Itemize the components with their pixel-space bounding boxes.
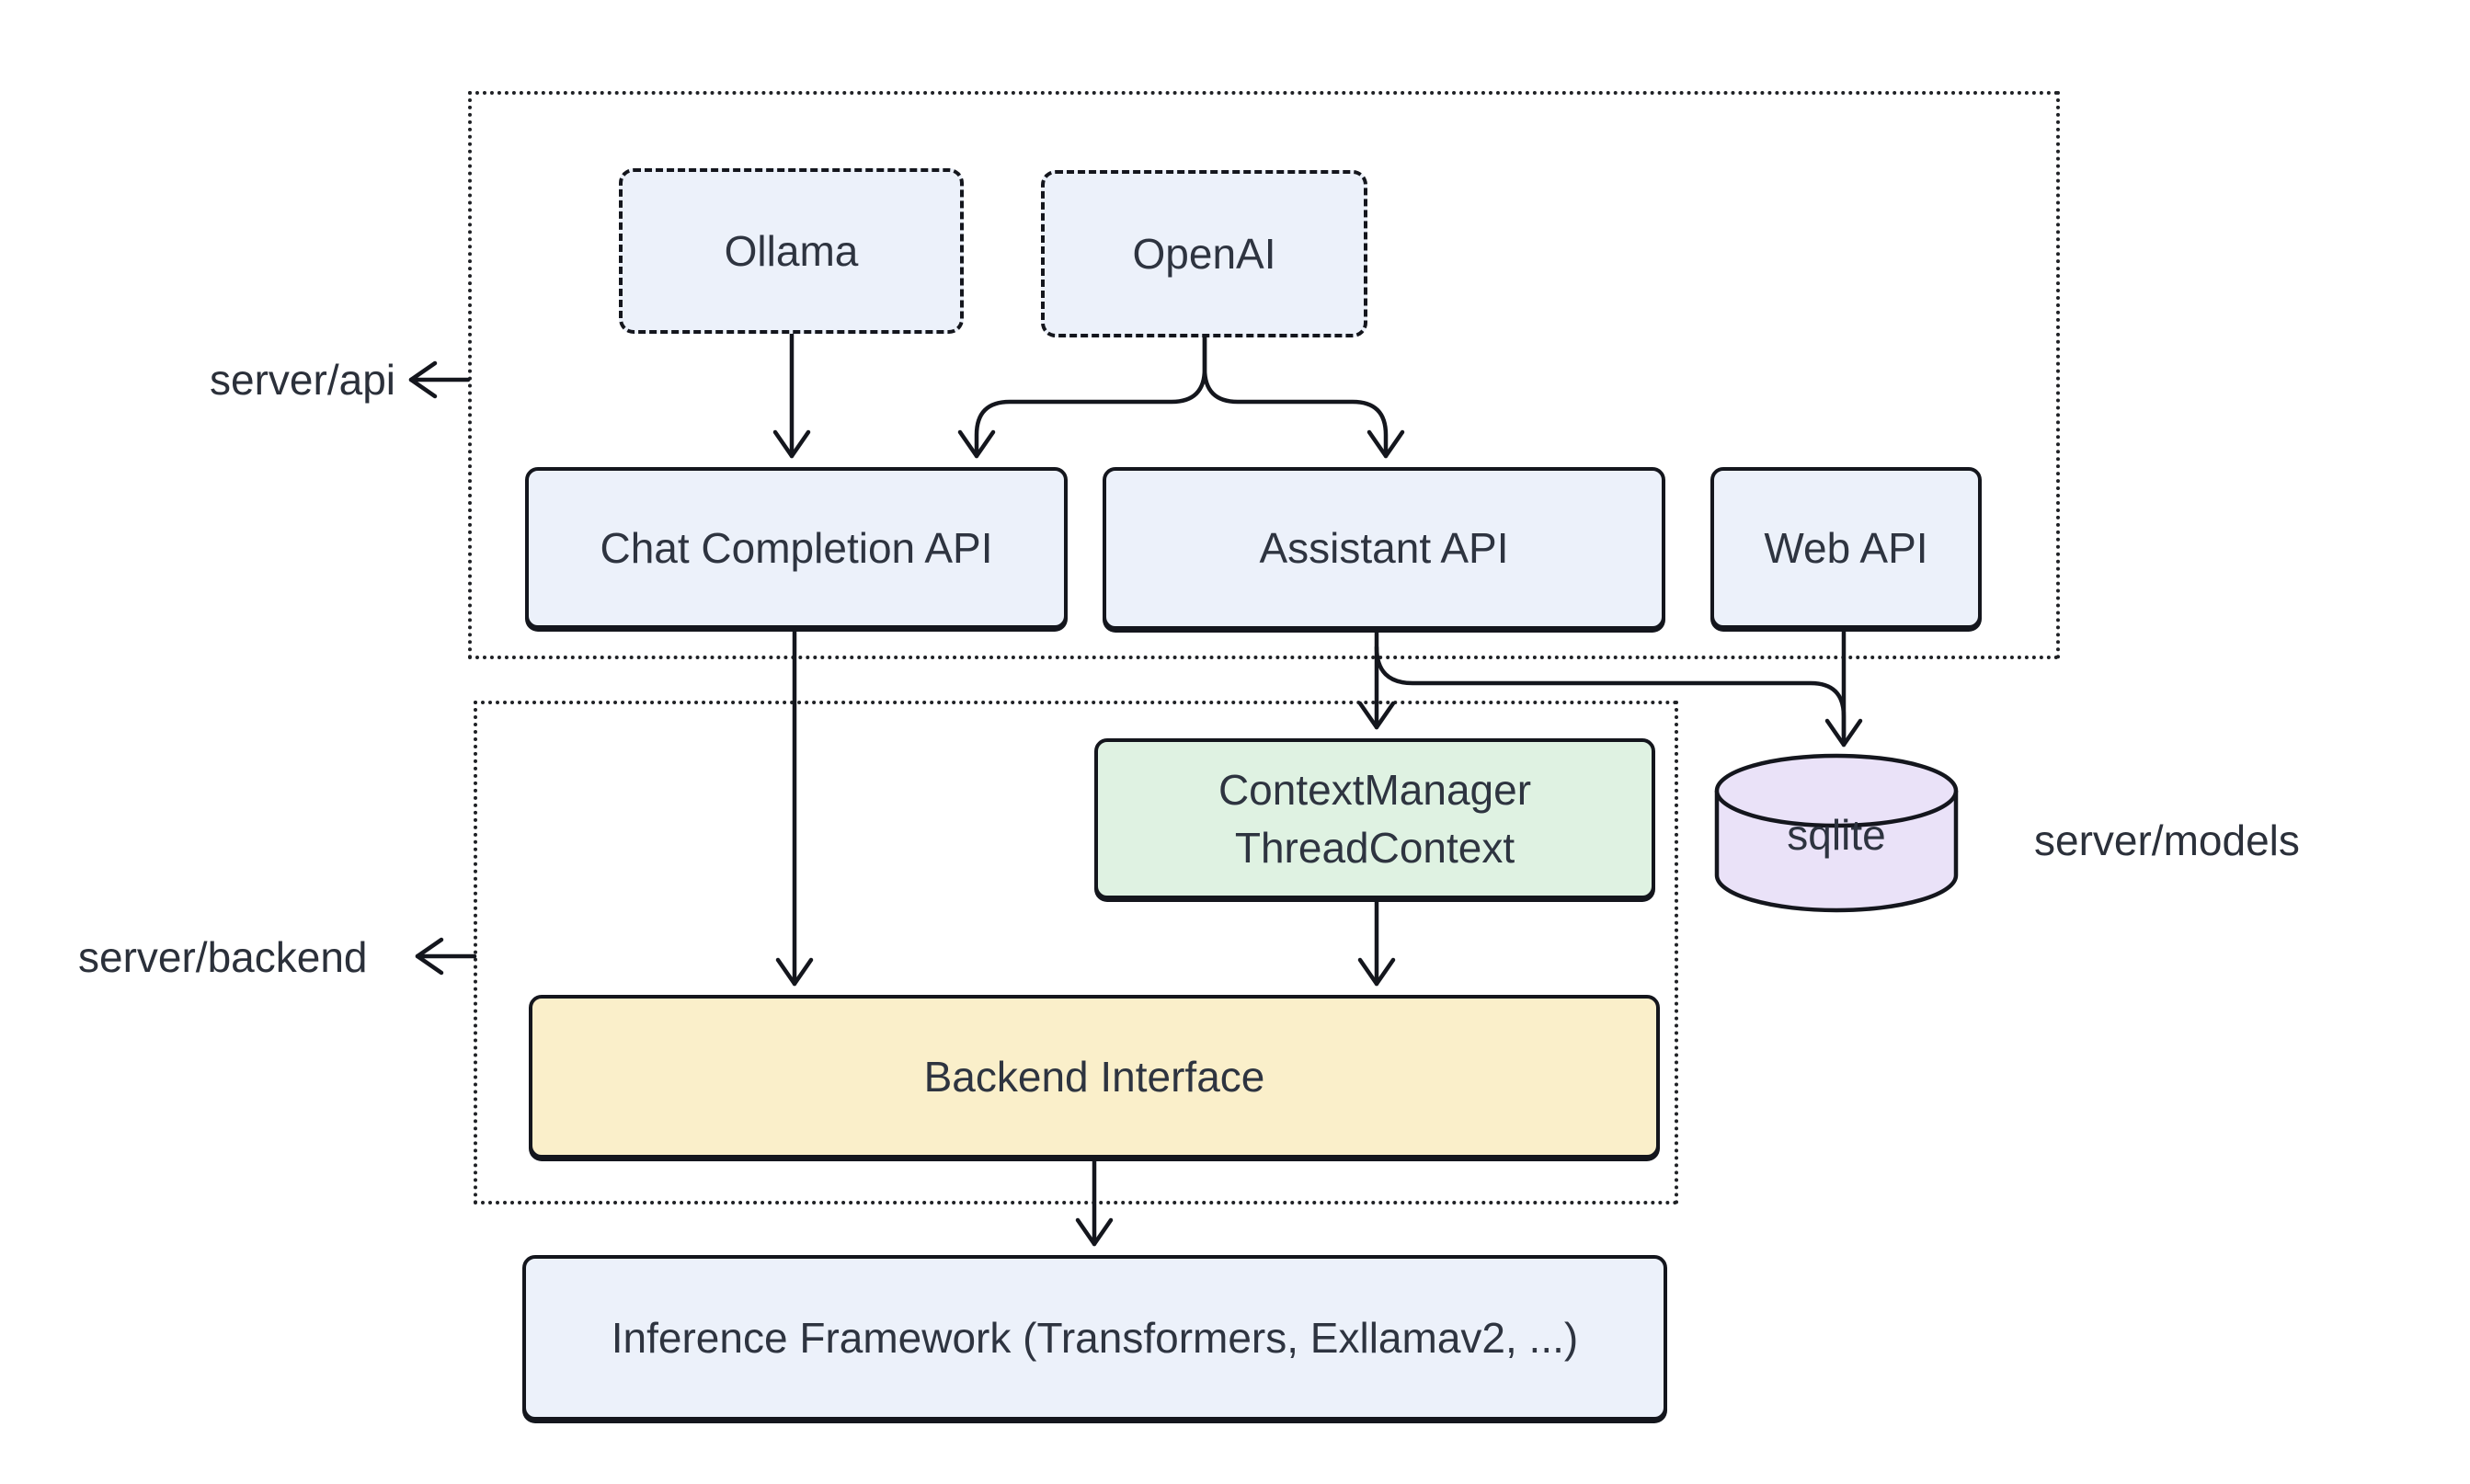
node-inference-framework: Inference Framework (Transformers, Exlla… (522, 1255, 1667, 1421)
node-backend-interface-label: Backend Interface (923, 1052, 1265, 1101)
node-context-manager: ContextManager ThreadContext (1094, 738, 1655, 899)
node-openai: OpenAI (1041, 170, 1367, 337)
node-assistant-api-label: Assistant API (1259, 524, 1509, 573)
group-server-backend (474, 701, 1678, 1204)
label-server-api: server/api (210, 356, 395, 404)
node-ollama-label: Ollama (724, 226, 859, 275)
node-ollama: Ollama (619, 168, 964, 334)
node-assistant-api: Assistant API (1103, 467, 1665, 630)
node-web-api-label: Web API (1764, 523, 1928, 572)
node-sqlite-label: sqlite (1787, 811, 1886, 859)
node-web-api: Web API (1710, 467, 1982, 629)
label-server-backend: server/backend (78, 933, 368, 981)
node-openai-label: OpenAI (1132, 229, 1276, 278)
group-server-api (468, 91, 2060, 659)
node-backend-interface: Backend Interface (529, 995, 1660, 1159)
label-server-models: server/models (2034, 816, 2300, 864)
node-inference-framework-label: Inference Framework (Transformers, Exlla… (611, 1313, 1579, 1362)
node-context-manager-line2: ThreadContext (1234, 823, 1515, 872)
node-chat-completion-api: Chat Completion API (525, 467, 1068, 629)
node-chat-completion-api-label: Chat Completion API (600, 523, 993, 572)
node-context-manager-line1: ContextManager (1218, 766, 1532, 815)
